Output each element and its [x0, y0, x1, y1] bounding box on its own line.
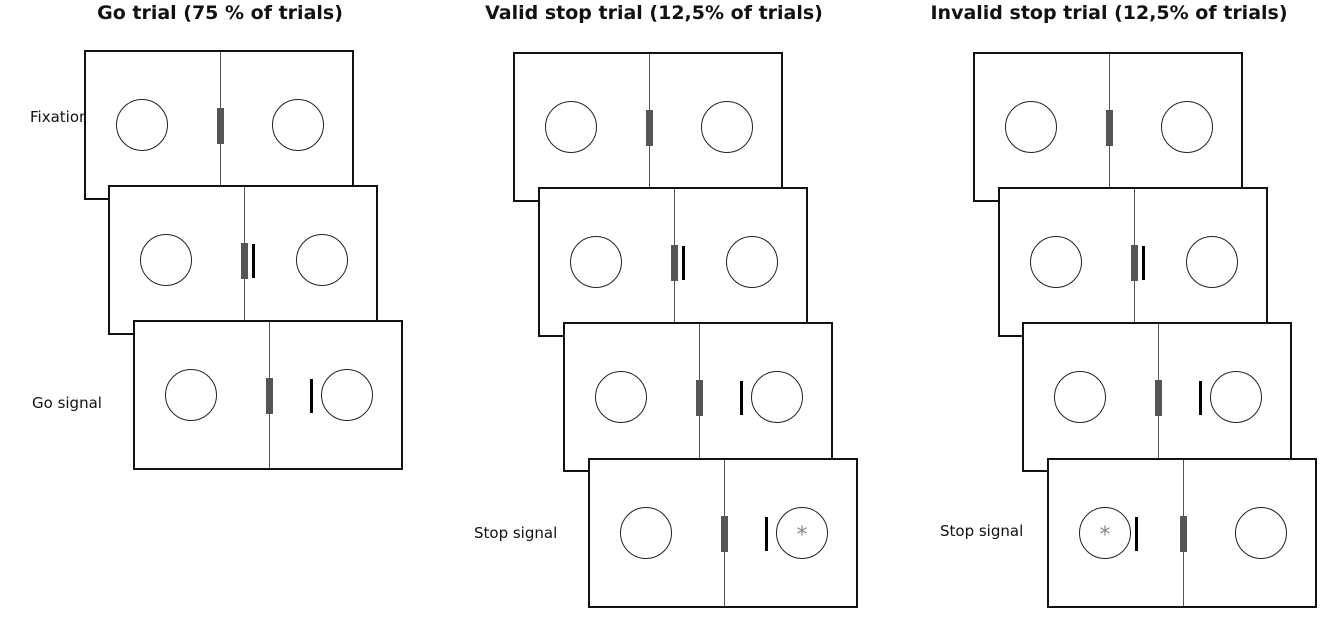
left-circle: *: [1079, 507, 1131, 559]
fixation-bar: [241, 243, 248, 279]
fixation-bar: [671, 245, 678, 281]
label-stop-signal-invalid: Stop signal: [940, 522, 1024, 540]
right-circle: [1161, 101, 1213, 153]
left-circle: [620, 507, 672, 559]
fixation-bar: [1131, 245, 1138, 281]
right-circle: [321, 369, 373, 421]
fixation-bar: [1106, 110, 1113, 146]
right-circle: [1210, 371, 1262, 423]
right-circle: [1186, 236, 1238, 288]
go-signal-bar: [1135, 517, 1138, 551]
title-valid-stop-trial: Valid stop trial (12,5% of trials): [485, 2, 823, 24]
left-circle: [545, 101, 597, 153]
left-circle: [140, 234, 192, 286]
invalid-stop-frame-cue: [998, 187, 1268, 337]
left-circle: [1054, 371, 1106, 423]
left-circle: [595, 371, 647, 423]
go-signal-bar: [1142, 246, 1145, 280]
go-signal-bar: [1199, 381, 1202, 415]
label-stop-signal-valid: Stop signal: [474, 524, 558, 542]
fixation-bar: [217, 108, 224, 144]
go-signal-bar: [252, 244, 255, 278]
invalid-stop-frame-fixation: [973, 52, 1243, 202]
right-circle: [726, 236, 778, 288]
label-go-signal: Go signal: [32, 394, 102, 412]
right-circle: [701, 101, 753, 153]
go-trial-frame-cue: [108, 185, 378, 335]
left-circle: [1005, 101, 1057, 153]
title-go-trial: Go trial (75 % of trials): [97, 2, 343, 24]
left-circle: [1030, 236, 1082, 288]
left-circle: [165, 369, 217, 421]
valid-stop-frame-fixation: [513, 52, 783, 202]
invalid-stop-frame-stop-signal: *: [1047, 458, 1317, 608]
left-circle: [570, 236, 622, 288]
invalid-stop-frame-go-signal: [1022, 322, 1292, 472]
right-circle: [296, 234, 348, 286]
go-signal-bar: [765, 517, 768, 551]
fixation-bar: [721, 516, 728, 552]
right-circle: *: [776, 507, 828, 559]
go-signal-bar: [682, 246, 685, 280]
stop-signal-asterisk-icon: *: [796, 523, 808, 548]
right-circle: [751, 371, 803, 423]
label-fixation: Fixation: [30, 108, 89, 126]
go-signal-bar: [310, 379, 313, 413]
fixation-bar: [646, 110, 653, 146]
valid-stop-frame-go-signal: [563, 322, 833, 472]
title-invalid-stop-trial: Invalid stop trial (12,5% of trials): [930, 2, 1288, 24]
go-trial-frame-fixation: [84, 50, 354, 200]
fixation-bar: [1155, 380, 1162, 416]
fixation-bar: [266, 378, 273, 414]
go-trial-frame-go-signal: [133, 320, 403, 470]
valid-stop-frame-cue: [538, 187, 808, 337]
stop-signal-asterisk-icon: *: [1099, 523, 1111, 548]
left-circle: [116, 99, 168, 151]
valid-stop-frame-stop-signal: *: [588, 458, 858, 608]
fixation-bar: [1180, 516, 1187, 552]
right-circle: [1235, 507, 1287, 559]
fixation-bar: [696, 380, 703, 416]
go-signal-bar: [740, 381, 743, 415]
right-circle: [272, 99, 324, 151]
